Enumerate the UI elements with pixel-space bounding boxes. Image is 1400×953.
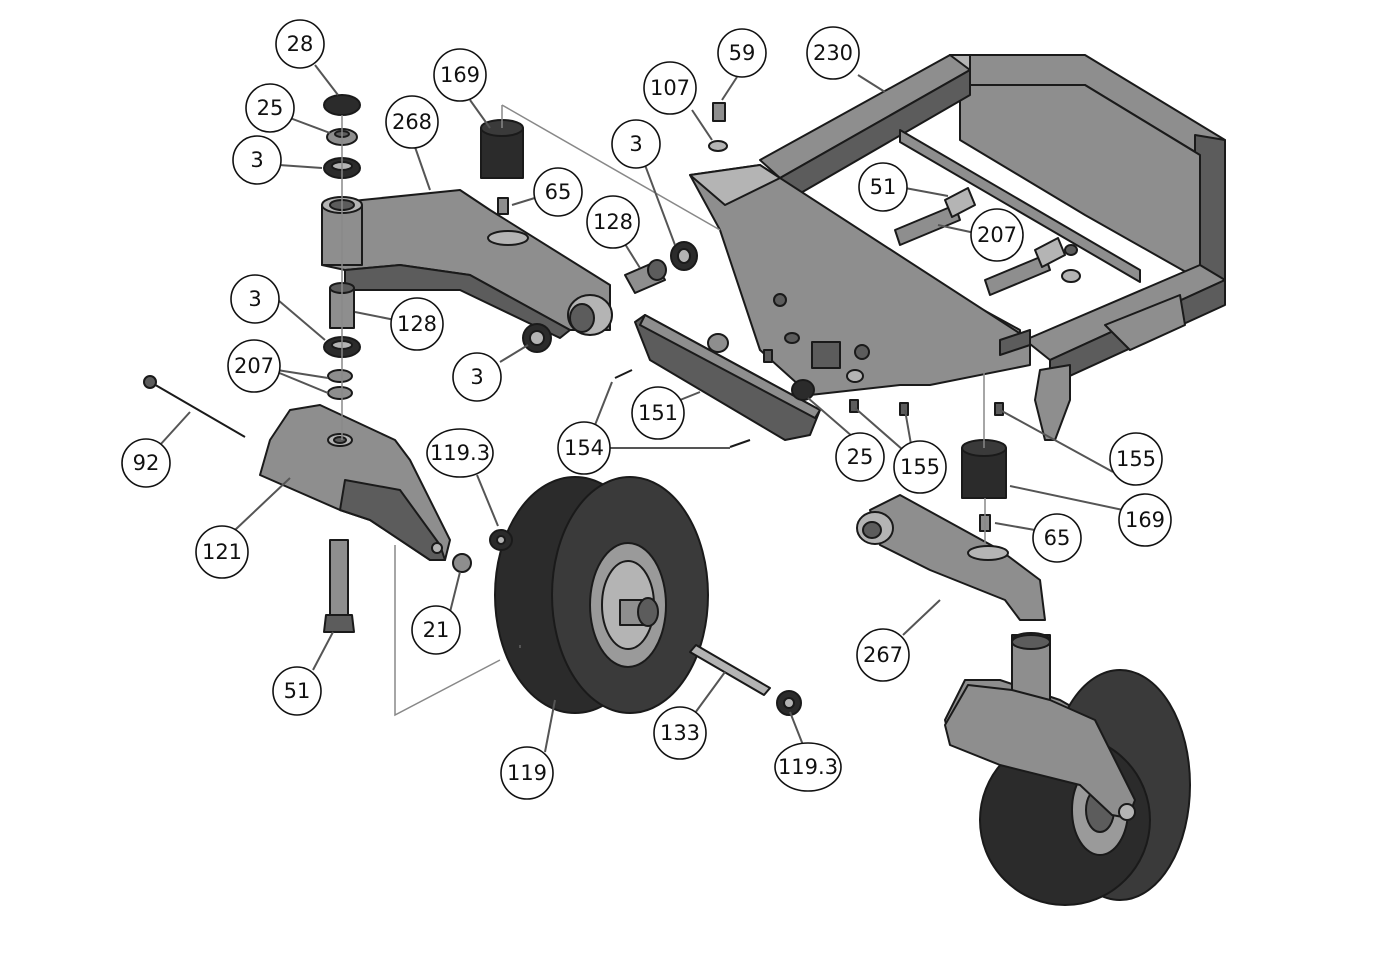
callout-51-low: 51	[272, 666, 322, 716]
callout-155-mid-label: 155	[900, 455, 940, 479]
callout-169-top: 169	[433, 48, 487, 102]
callout-207-frame-label: 207	[977, 223, 1017, 247]
callout-133: 133	[653, 706, 707, 760]
callout-25-right: 25	[835, 432, 885, 482]
callout-107-label: 107	[650, 76, 690, 100]
callout-25-right-label: 25	[847, 445, 874, 469]
callout-3-low-label: 3	[470, 365, 483, 389]
callout-154-label: 154	[564, 436, 604, 460]
callout-207-left: 207	[227, 339, 281, 393]
callout-155-right: 155	[1109, 432, 1163, 486]
callout-267: 267	[856, 628, 910, 682]
callout-92: 92	[121, 438, 171, 488]
callout-3-top: 3	[232, 135, 282, 185]
callout-128-left: 128	[390, 297, 444, 351]
callout-207-frame: 207	[970, 208, 1024, 262]
callout-230-label: 230	[813, 41, 853, 65]
bumper-151	[634, 314, 821, 441]
callout-119-3-low-label: 119.3	[778, 755, 838, 779]
callout-3-right: 3	[611, 119, 661, 169]
callout-121: 121	[195, 525, 249, 579]
callout-169-right: 169	[1118, 493, 1172, 547]
callout-65-right: 65	[1032, 513, 1082, 563]
hardware	[143, 94, 1081, 716]
callout-51-frame-label: 51	[870, 175, 897, 199]
callout-92-label: 92	[133, 451, 160, 475]
callout-169-right-label: 169	[1125, 508, 1165, 532]
callout-65-right-label: 65	[1044, 526, 1071, 550]
callout-151: 151	[631, 386, 685, 440]
callout-21: 21	[411, 605, 461, 655]
callout-128-top: 128	[586, 195, 640, 249]
callout-3-right-label: 3	[629, 132, 642, 156]
callout-28-label: 28	[287, 32, 314, 56]
callout-51-frame: 51	[858, 162, 908, 212]
callout-207-left-label: 207	[234, 354, 274, 378]
wheel-119	[494, 476, 709, 714]
callout-119: 119	[500, 746, 554, 800]
callout-151-label: 151	[638, 401, 678, 425]
callout-169-top-label: 169	[440, 63, 480, 87]
callout-155-right-label: 155	[1116, 447, 1156, 471]
callout-119-3-top-label: 119.3	[430, 441, 490, 465]
callout-51-low-label: 51	[284, 679, 311, 703]
callout-3-mid: 3	[230, 274, 280, 324]
callout-128-left-label: 128	[397, 312, 437, 336]
callout-3-top-label: 3	[250, 148, 263, 172]
callout-133-label: 133	[660, 721, 700, 745]
leader-lines	[159, 64, 1124, 753]
callout-121-label: 121	[202, 540, 242, 564]
callout-119-3-low: 119.3	[774, 742, 842, 792]
callout-119-label: 119	[507, 761, 547, 785]
callout-128-top-label: 128	[593, 210, 633, 234]
callout-267-label: 267	[863, 643, 903, 667]
callout-119-3-top: 119.3	[426, 428, 494, 478]
yoke-267-front	[944, 634, 1136, 821]
callout-230: 230	[806, 26, 860, 80]
callout-154: 154	[557, 421, 611, 475]
callout-25-top-label: 25	[257, 96, 284, 120]
callout-3-low: 3	[452, 352, 502, 402]
callout-155-mid: 155	[893, 440, 947, 494]
frame-230	[689, 54, 1226, 441]
callout-3-mid-label: 3	[248, 287, 261, 311]
callout-65-top: 65	[533, 167, 583, 217]
callout-65-top-label: 65	[545, 180, 572, 204]
callout-268: 268	[385, 95, 439, 149]
callout-25-top: 25	[245, 83, 295, 133]
callout-107: 107	[643, 61, 697, 115]
callout-59-label: 59	[729, 41, 756, 65]
caster-yoke-121	[259, 404, 451, 561]
callout-21-label: 21	[423, 618, 450, 642]
arm-268	[321, 189, 613, 339]
alignment-lines	[341, 104, 986, 717]
callout-59: 59	[717, 28, 767, 78]
callout-268-label: 268	[392, 110, 432, 134]
callout-28: 28	[275, 19, 325, 69]
